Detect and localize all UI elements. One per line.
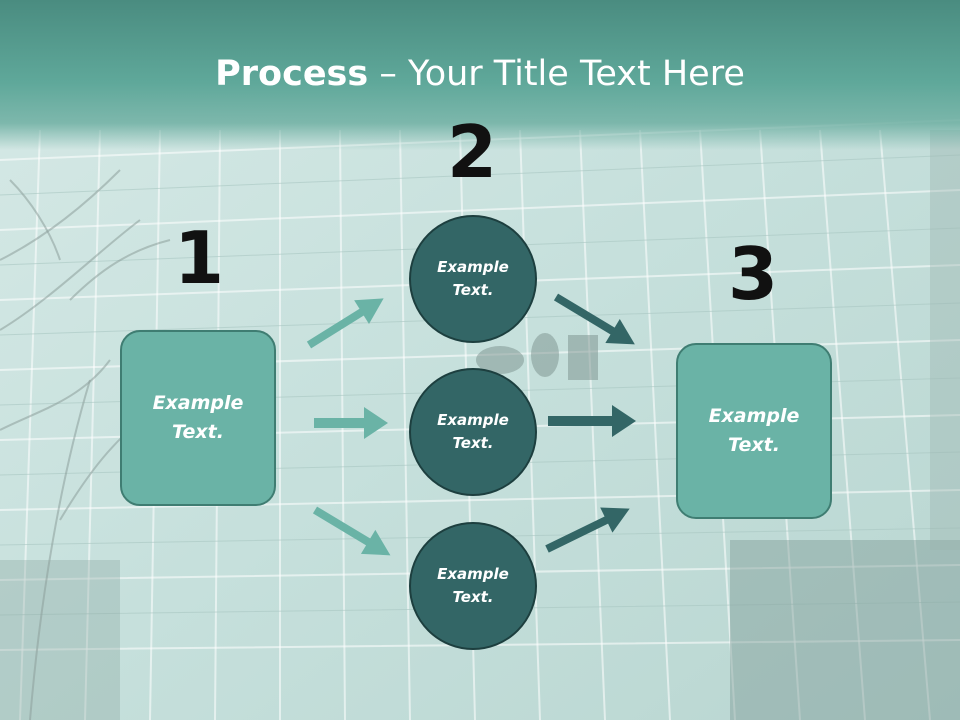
slide-title: Process – Your Title Text Here (0, 52, 960, 96)
step-number-2: 2 (446, 110, 498, 194)
title-banner (0, 0, 960, 150)
circle-top: Example Text. (409, 215, 537, 343)
step-number-3: 3 (727, 232, 779, 316)
title-bold: Process (215, 54, 369, 94)
title-rest: – Your Title Text Here (368, 54, 745, 94)
step-3-box: Example Text. (676, 343, 832, 519)
step-number-1: 1 (173, 216, 225, 300)
circle-top-label: Example Text. (437, 258, 509, 299)
circle-bottom: Example Text. (409, 522, 537, 650)
circle-bottom-label: Example Text. (437, 565, 509, 606)
arrow-circle-top-to-box3 (553, 293, 635, 345)
step-1-box: Example Text. (120, 330, 276, 506)
arrow-box1-to-circle-bottom (312, 506, 391, 556)
arrow-circle-bottom-to-box3 (545, 507, 630, 553)
circle-middle: Example Text. (409, 368, 537, 496)
arrow-circle-middle-to-box3 (548, 405, 636, 437)
step-3-box-label: Example Text. (708, 405, 800, 456)
arrow-box1-to-circle-top (306, 298, 384, 349)
step-1-box-label: Example Text. (152, 392, 244, 443)
arrow-box1-to-circle-middle (314, 407, 388, 439)
circle-middle-label: Example Text. (437, 411, 509, 452)
